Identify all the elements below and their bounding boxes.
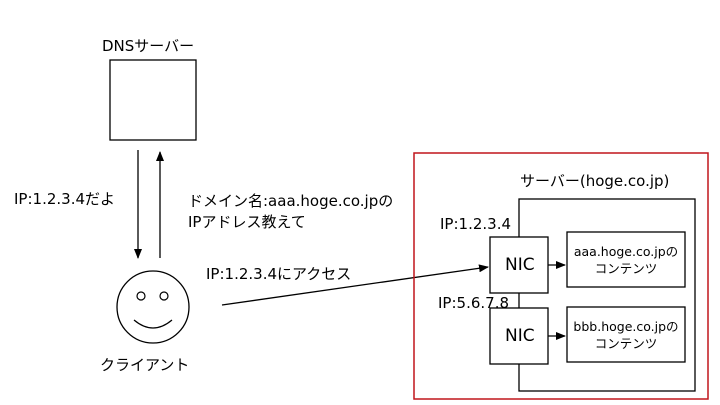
nic-1-ip-label: IP:1.2.3.4: [440, 215, 512, 233]
nic-2-label: NIC: [505, 326, 535, 346]
client-smiley-icon: [116, 270, 190, 344]
content-1-line2: コンテンツ: [594, 261, 658, 276]
content-1-box: [566, 231, 686, 288]
content-2-line2: コンテンツ: [594, 336, 658, 351]
access-label: IP:1.2.3.4にアクセス: [206, 265, 352, 283]
access-arrow: [221, 264, 489, 306]
content-2-box: [566, 306, 686, 363]
nic-2-ip-label: IP:5.6.7.8: [438, 294, 510, 312]
dns-query-label-line1: ドメイン名:aaa.hoge.co.jpの: [188, 192, 394, 210]
dns-reply-label: IP:1.2.3.4だよ: [14, 190, 116, 208]
dns-query-label-line2: IPアドレス教えて: [188, 213, 306, 231]
content-1-line1: aaa.hoge.co.jpの: [573, 244, 679, 259]
server-label: サーバー(hoge.co.jp): [520, 172, 670, 190]
server-frame: [413, 152, 709, 400]
nic-2-box: [489, 307, 549, 365]
content-2-label: bbb.hoge.co.jpの コンテンツ: [567, 318, 685, 352]
nic-1-box: [489, 236, 549, 294]
client-label: クライアント: [100, 356, 190, 374]
content-2-line1: bbb.hoge.co.jpの: [573, 319, 679, 334]
dns-server-box: [109, 59, 197, 141]
content-1-label: aaa.hoge.co.jpの コンテンツ: [567, 243, 685, 277]
nic-1-label: NIC: [505, 255, 535, 275]
dns-server-label: DNSサーバー: [102, 37, 195, 55]
